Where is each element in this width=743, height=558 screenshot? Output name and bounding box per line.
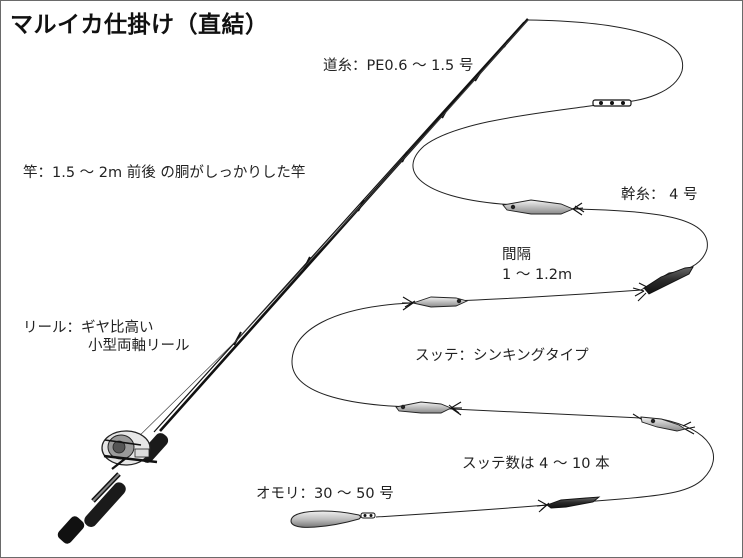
- sinker-weight-icon: [290, 510, 362, 528]
- squid-jig-icon: [632, 413, 696, 435]
- squid-jig-icon: [502, 199, 585, 216]
- squid-jig-icon: [402, 296, 469, 311]
- reel-label-line2: 小型両軸リール: [88, 338, 190, 354]
- squid-jig-icon: [632, 266, 694, 302]
- bait-reel-icon: [101, 430, 158, 470]
- swivel-icon: [592, 99, 632, 107]
- spacing-title-label: 間隔: [502, 247, 531, 263]
- reel-label-line1: リール：ギヤ比高い: [23, 320, 154, 336]
- squid-jig-icon: [536, 496, 601, 513]
- spacing-value-label: 1 〜 1.2m: [502, 267, 573, 283]
- main-line-label: 道糸：PE0.6 〜 1.5 号: [323, 58, 474, 74]
- main-line: [527, 19, 684, 103]
- branch-line-label: 幹糸： 4 号: [621, 187, 698, 203]
- squid-jig-icon: [395, 401, 462, 416]
- sutte-count-label: スッテ数は 4 〜 10 本: [462, 456, 610, 472]
- swivel-icon: [360, 512, 376, 519]
- sutte-type-label: スッテ：シンキングタイプ: [415, 348, 589, 364]
- fishing-rod-icon: [57, 18, 529, 544]
- rod-label: 竿：1.5 〜 2m 前後 の胴がしっかりした竿: [23, 165, 306, 181]
- sinker-label: オモリ：30 〜 50 号: [256, 486, 394, 502]
- page-title: マルイカ仕掛け（直結）: [10, 12, 269, 38]
